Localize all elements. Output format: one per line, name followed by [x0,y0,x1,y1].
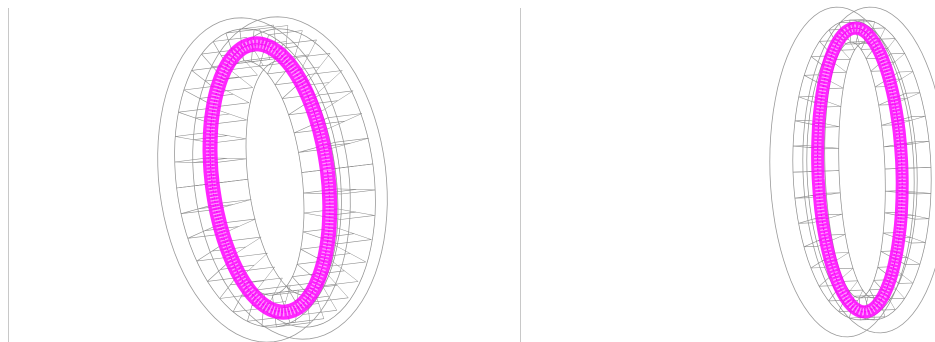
viewport-left[interactable] [0,0,520,342]
segment-divider [335,163,374,169]
segment-edge [212,158,247,164]
segment-edge [272,290,307,296]
segment-edge [328,113,363,118]
segment-divider [337,208,375,216]
segment-edge [223,74,258,80]
segment-edge [302,310,337,315]
segment-divider [330,259,359,282]
segment-divider [327,113,363,130]
segment-edge [859,297,874,299]
segment-edge [341,189,376,195]
segment-edge [871,27,886,29]
segment-edge [839,267,854,269]
segment-edge [819,285,834,287]
segment-divider [308,53,331,81]
segment-edge [899,71,914,73]
highlight-ring [811,21,909,319]
segment-edge [221,218,256,224]
segment-edge [217,199,252,204]
outer-ring [806,19,932,321]
segment-divider [325,272,349,298]
shell-outline [802,6,935,334]
segment-edge [268,30,303,35]
segment-edge [916,193,931,195]
segment-edge [229,65,264,71]
ring-wireframe-left [157,16,388,342]
segment-edge [276,322,311,328]
segment-edge [243,56,278,62]
segment-edge [296,53,331,58]
segment-divider [332,137,369,149]
segment-edge [803,246,818,248]
segment-edge [832,71,847,73]
segment-edge [915,141,930,143]
segment-edge [829,87,844,89]
highlight-dots [209,43,331,313]
segment-edge [254,25,288,30]
segment-edge [828,213,843,215]
segment-divider [300,39,317,70]
viewport-right[interactable] [520,0,935,342]
segment-divider [337,188,376,191]
segment-edge [854,295,869,297]
segment-edge [324,281,359,286]
shell-outline [192,16,388,340]
segment-edge [261,321,296,327]
segment-edge [911,242,926,244]
segment-edge [233,252,268,258]
segment-edge [308,70,343,75]
segment-edge [848,289,863,291]
segment-edge [798,96,813,98]
segment-edge [319,90,354,96]
segment-edge [337,239,372,245]
segment-edge [798,222,813,224]
segment-edge [334,137,369,143]
segment-edge [239,24,274,30]
viewport-border-left [8,8,9,342]
viewport-divider[interactable] [520,8,521,342]
segment-edge [881,309,896,311]
segment-edge [282,39,317,45]
segment-edge [811,55,826,57]
segment-edge [890,53,905,55]
segment-edge [831,234,846,236]
segment-divider [322,90,354,111]
segment-edge [804,74,819,76]
segment-edge [834,252,849,254]
segment-edge [340,215,375,220]
segment-edge [248,277,283,283]
ring-wireframe-right [769,6,935,338]
segment-edge [256,285,291,291]
segment-edge [911,115,926,117]
segment-divider [334,244,366,263]
segment-edge [794,120,810,122]
segment-edge [227,236,262,242]
segment-edge [211,138,246,144]
segment-edge [825,126,840,128]
segment-edge [914,218,930,220]
segment-edge [843,280,858,282]
segment-edge [905,92,921,94]
segment-edge [314,297,349,303]
segment-edge [240,266,275,272]
segment-edge [860,319,875,321]
segment-edge [881,38,896,40]
segment-edge [849,19,864,21]
segment-edge [860,21,875,23]
highlight-texture [205,39,334,317]
segment-edge [850,41,865,43]
shell-outline [157,17,351,342]
highlight-ring [202,36,338,320]
segment-divider [336,227,372,240]
segment-edge [824,148,839,150]
segment-edge [810,267,825,269]
segment-edge [870,316,885,318]
segment-divider [315,70,343,95]
segment-edge [905,263,920,265]
segment-edge [840,49,855,51]
